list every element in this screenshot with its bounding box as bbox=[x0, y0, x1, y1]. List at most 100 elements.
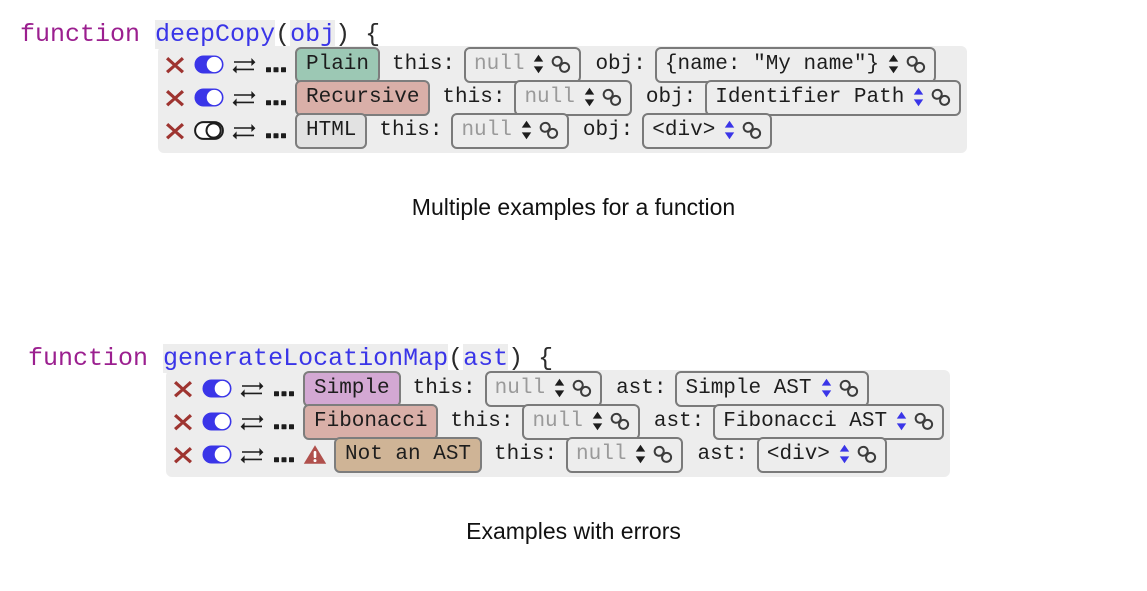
argument-value-field[interactable]: Fibonacci AST bbox=[713, 403, 945, 440]
link-chain-icon[interactable] bbox=[741, 121, 763, 140]
close-x-icon[interactable] bbox=[172, 378, 194, 400]
argument-value-field[interactable]: null bbox=[514, 79, 632, 116]
argument-value-text: null bbox=[532, 409, 583, 433]
toggle-switch-icon[interactable] bbox=[194, 88, 224, 107]
ellipsis-icon[interactable] bbox=[266, 127, 286, 138]
argument-value-field[interactable]: <div> bbox=[642, 112, 773, 149]
sig-space bbox=[148, 344, 163, 373]
argument-label: obj: bbox=[595, 53, 646, 76]
link-chain-icon[interactable] bbox=[601, 88, 623, 107]
ellipsis-icon[interactable] bbox=[274, 418, 294, 429]
close-x-icon[interactable] bbox=[164, 87, 186, 109]
link-chain-icon[interactable] bbox=[609, 412, 631, 431]
close-x-icon[interactable] bbox=[164, 54, 186, 76]
examples-panel: Simple this: null ast: Simple AST Fibonacci th… bbox=[166, 370, 951, 477]
stepper-icon[interactable] bbox=[584, 87, 595, 107]
ellipsis-icon[interactable] bbox=[274, 385, 294, 396]
stepper-icon[interactable] bbox=[554, 378, 565, 398]
argument-value-text: Fibonacci AST bbox=[723, 409, 888, 433]
link-chain-icon[interactable] bbox=[856, 445, 878, 464]
function-param: ast bbox=[463, 344, 509, 373]
link-chain-icon[interactable] bbox=[913, 412, 935, 431]
function-name: deepCopy bbox=[155, 20, 276, 49]
argument-label: obj: bbox=[582, 119, 634, 142]
toggle-switch-icon[interactable] bbox=[202, 412, 232, 431]
example-name-badge[interactable]: Not an AST bbox=[334, 436, 483, 473]
ellipsis-icon[interactable] bbox=[274, 451, 294, 462]
toggle-switch-icon[interactable] bbox=[202, 379, 232, 398]
argument-value-field[interactable]: null bbox=[566, 436, 684, 473]
example-name-badge[interactable]: Fibonacci bbox=[303, 403, 439, 440]
swap-arrows-icon[interactable] bbox=[232, 55, 256, 75]
argument-label: this: bbox=[412, 377, 476, 400]
sig-space bbox=[140, 20, 155, 49]
swap-arrows-icon[interactable] bbox=[240, 379, 264, 399]
argument-value-text: <div> bbox=[652, 118, 716, 142]
link-chain-icon[interactable] bbox=[571, 379, 593, 398]
argument-value-field[interactable]: {name: "My name"} bbox=[654, 46, 937, 83]
example-name-badge[interactable]: HTML bbox=[295, 112, 368, 149]
ellipsis-icon[interactable] bbox=[266, 61, 286, 72]
row-controls bbox=[172, 444, 334, 466]
argument-label: ast: bbox=[697, 443, 748, 466]
example-name-badge[interactable]: Plain bbox=[295, 46, 381, 83]
stepper-icon[interactable] bbox=[896, 411, 907, 431]
close-x-icon[interactable] bbox=[172, 411, 194, 433]
warning-triangle-icon[interactable] bbox=[303, 444, 327, 465]
link-chain-icon[interactable] bbox=[930, 88, 952, 107]
argument-label: this: bbox=[494, 443, 558, 466]
ellipsis-icon[interactable] bbox=[266, 94, 286, 105]
argument-label: ast: bbox=[653, 410, 705, 433]
link-chain-icon[interactable] bbox=[838, 379, 860, 398]
stepper-icon[interactable] bbox=[592, 411, 603, 431]
link-chain-icon[interactable] bbox=[538, 121, 560, 140]
argument-value-field[interactable]: Simple AST bbox=[675, 370, 869, 407]
open-paren: ( bbox=[275, 20, 291, 49]
argument-value-text: null bbox=[494, 376, 546, 400]
example-name-badge[interactable]: Recursive bbox=[295, 79, 431, 116]
swap-arrows-icon[interactable] bbox=[240, 412, 264, 432]
stepper-icon[interactable] bbox=[724, 120, 735, 140]
toggle-switch-icon[interactable] bbox=[202, 445, 232, 464]
stepper-icon[interactable] bbox=[888, 54, 899, 74]
examples-panel-wrap: Simple this: null ast: Simple AST Fibonacci th… bbox=[0, 370, 1147, 477]
swap-arrows-icon[interactable] bbox=[232, 88, 256, 108]
function-signature: function deepCopy(obj) { bbox=[0, 18, 1147, 52]
row-controls bbox=[172, 411, 303, 433]
argument-value-field[interactable]: null bbox=[522, 403, 640, 440]
example-name-badge[interactable]: Simple bbox=[303, 370, 401, 407]
argument-value-text: <div> bbox=[766, 442, 830, 466]
link-chain-icon[interactable] bbox=[652, 445, 674, 464]
stepper-icon[interactable] bbox=[533, 54, 544, 74]
argument-value-field[interactable]: null bbox=[451, 112, 569, 149]
toggle-switch-icon[interactable] bbox=[194, 121, 224, 140]
argument-value-field[interactable]: <div> bbox=[756, 436, 887, 473]
close-x-icon[interactable] bbox=[164, 120, 186, 142]
argument-value-field[interactable]: Identifier Path bbox=[705, 79, 962, 116]
sig-space2 bbox=[523, 344, 538, 373]
stepper-icon[interactable] bbox=[821, 378, 832, 398]
example-group: function generateLocationMap(ast) {Simpl… bbox=[0, 342, 1147, 477]
row-controls bbox=[164, 120, 295, 142]
argument-value-field[interactable]: null bbox=[484, 370, 603, 407]
open-paren: ( bbox=[448, 344, 464, 373]
toggle-switch-icon[interactable] bbox=[194, 55, 224, 74]
stepper-icon[interactable] bbox=[635, 444, 646, 464]
argument-value-text: null bbox=[474, 52, 525, 76]
argument-value-text: null bbox=[524, 85, 575, 109]
link-chain-icon[interactable] bbox=[905, 55, 927, 74]
swap-arrows-icon[interactable] bbox=[232, 121, 256, 141]
figure-caption: Multiple examples for a function bbox=[411, 194, 736, 220]
sig-space2 bbox=[350, 20, 365, 49]
close-x-icon[interactable] bbox=[172, 444, 194, 466]
swap-arrows-icon[interactable] bbox=[240, 445, 264, 465]
argument-value-field[interactable]: null bbox=[464, 46, 582, 83]
stepper-icon[interactable] bbox=[913, 87, 924, 107]
stepper-icon[interactable] bbox=[521, 120, 532, 140]
stepper-icon[interactable] bbox=[839, 444, 850, 464]
open-brace: { bbox=[538, 344, 554, 373]
link-chain-icon[interactable] bbox=[550, 55, 572, 74]
